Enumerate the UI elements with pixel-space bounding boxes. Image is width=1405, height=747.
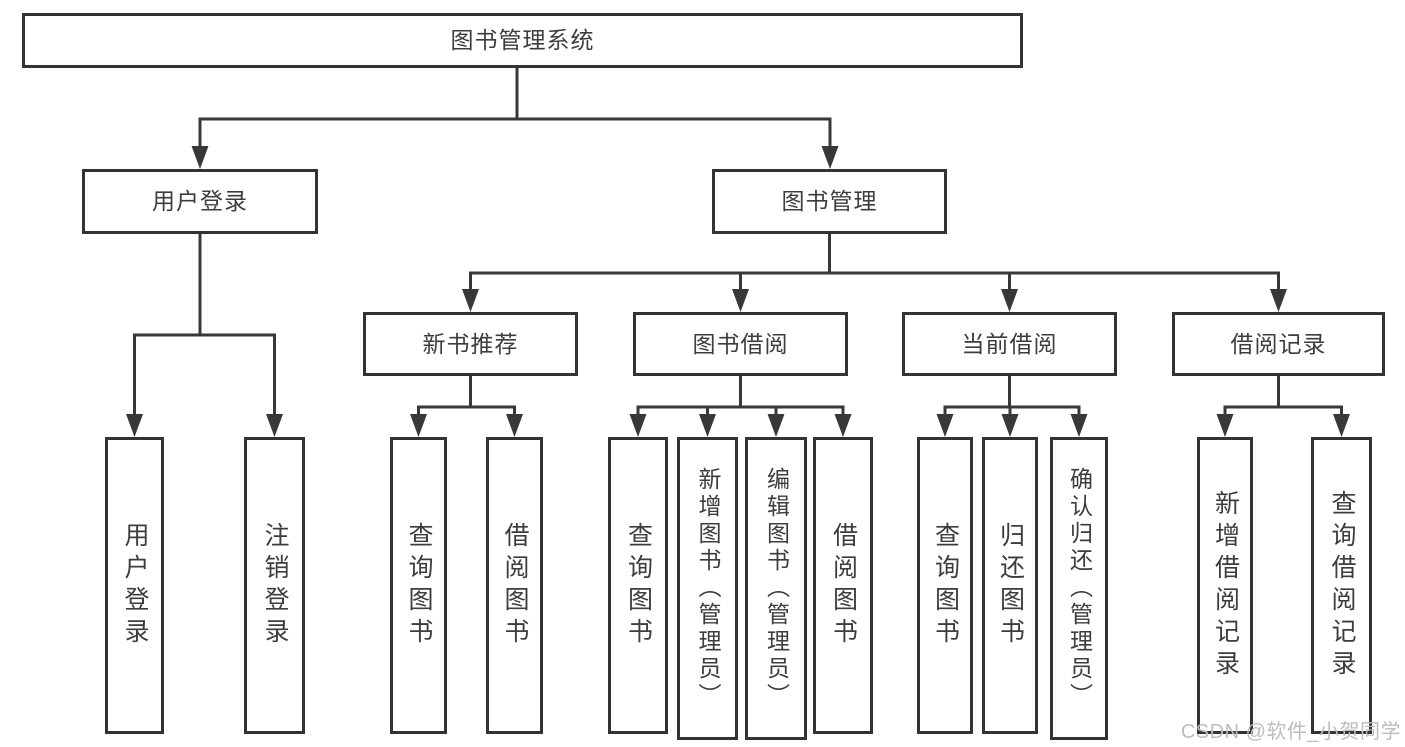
leaf-query-book-3-label: 查询图书 bbox=[931, 521, 960, 650]
leaf-confirm-return-admin: 确认归还（管理员） bbox=[1050, 437, 1108, 740]
node-book-borrow: 图书借阅 bbox=[633, 312, 848, 376]
leaf-borrow-book-1-label: 借阅图书 bbox=[501, 521, 529, 650]
leaf-user-login: 用户登录 bbox=[105, 437, 164, 734]
node-user-login-label: 用户登录 bbox=[152, 188, 248, 214]
node-book-borrow-label: 图书借阅 bbox=[692, 330, 789, 357]
watermark-text: CSDN @软件_小贺同学 bbox=[1180, 721, 1401, 743]
leaf-edit-book-admin: 编辑图书（管理员） bbox=[745, 437, 807, 740]
leaf-logout: 注销登录 bbox=[244, 437, 305, 734]
leaf-add-book-admin-label: 新增图书（管理员） bbox=[695, 467, 721, 710]
node-new-book-recommend: 新书推荐 bbox=[363, 312, 578, 376]
leaf-return-book-label: 归还图书 bbox=[996, 521, 1025, 650]
leaf-borrow-book-2: 借阅图书 bbox=[813, 437, 873, 734]
leaf-return-book: 归还图书 bbox=[982, 437, 1038, 734]
leaf-query-book-2: 查询图书 bbox=[608, 437, 668, 734]
leaf-user-login-label: 用户登录 bbox=[121, 521, 149, 650]
node-root-label: 图书管理系统 bbox=[450, 27, 595, 53]
node-borrow-records: 借阅记录 bbox=[1172, 312, 1385, 376]
node-user-login: 用户登录 bbox=[82, 169, 318, 234]
leaf-query-borrow-record: 查询借阅记录 bbox=[1311, 437, 1372, 734]
leaf-add-book-admin: 新增图书（管理员） bbox=[677, 437, 738, 740]
node-current-borrow-label: 当前借阅 bbox=[961, 330, 1058, 357]
node-book-management-label: 图书管理 bbox=[781, 188, 878, 214]
node-current-borrow: 当前借阅 bbox=[902, 312, 1117, 376]
leaf-confirm-return-admin-label: 确认归还（管理员） bbox=[1066, 467, 1093, 710]
node-root: 图书管理系统 bbox=[22, 13, 1023, 68]
leaf-logout-label: 注销登录 bbox=[261, 521, 289, 650]
leaf-query-book-1-label: 查询图书 bbox=[405, 521, 433, 650]
leaf-edit-book-admin-label: 编辑图书（管理员） bbox=[763, 467, 790, 710]
leaf-add-borrow-record-label: 新增借阅记录 bbox=[1211, 489, 1240, 682]
leaf-borrow-book-2-label: 借阅图书 bbox=[829, 521, 858, 650]
leaf-query-book-1: 查询图书 bbox=[390, 437, 447, 734]
node-borrow-records-label: 借阅记录 bbox=[1230, 330, 1327, 357]
leaf-add-borrow-record: 新增借阅记录 bbox=[1197, 437, 1253, 734]
leaf-query-book-2-label: 查询图书 bbox=[624, 521, 653, 650]
node-new-book-recommend-label: 新书推荐 bbox=[422, 330, 519, 357]
node-book-management: 图书管理 bbox=[712, 169, 947, 234]
leaf-query-borrow-record-label: 查询借阅记录 bbox=[1328, 489, 1356, 682]
leaf-borrow-book-1: 借阅图书 bbox=[486, 437, 543, 734]
leaf-query-book-3: 查询图书 bbox=[917, 437, 973, 734]
